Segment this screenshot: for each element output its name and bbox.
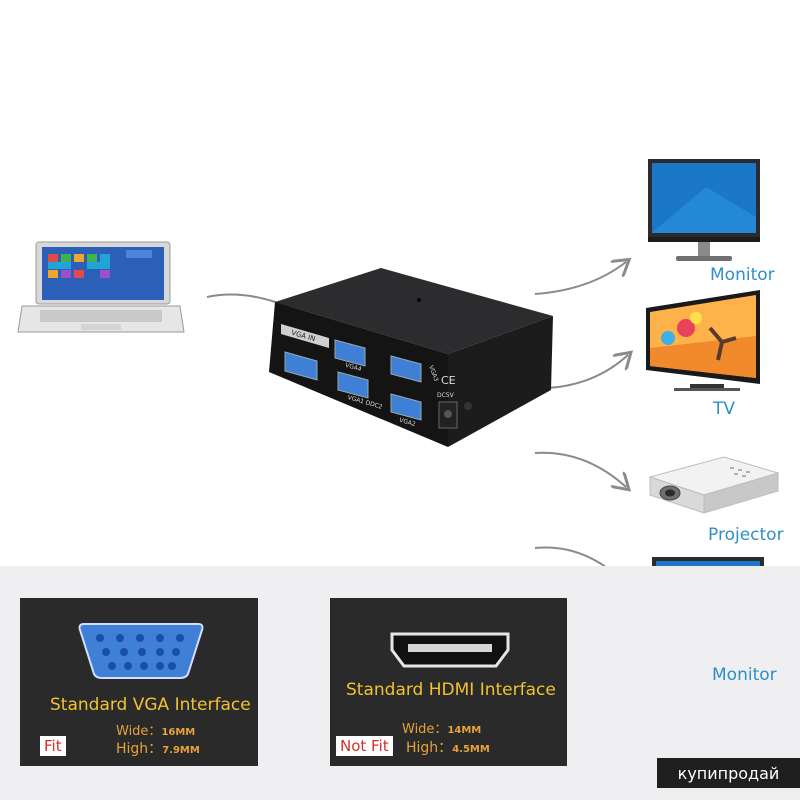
- hdmi-connector-icon: [390, 632, 510, 668]
- hdmi-panel-title: Standard HDMI Interface: [346, 680, 556, 700]
- arrow-projector: [534, 451, 626, 487]
- not-fit-badge: Not Fit: [336, 736, 393, 756]
- monitor-icon: [646, 157, 762, 267]
- device-label-projector: Projector: [708, 525, 784, 545]
- arrow-monitor-1: [534, 262, 626, 295]
- vga-port-2: [390, 393, 422, 421]
- device-label-tv: TV: [713, 399, 736, 419]
- projector-icon: [646, 453, 782, 519]
- vga-interface-panel: Standard VGA Interface Wide：16MM High：7.…: [20, 598, 258, 766]
- vga-splitter-device: VGA IN VGA4 VGA3 VGA1 DDC2 VGA2 CE DC5V: [263, 262, 558, 452]
- fit-badge: Fit: [40, 736, 66, 756]
- hdmi-high-spec: High：4.5MM: [406, 740, 490, 756]
- vga-panel-title: Standard VGA Interface: [50, 695, 251, 715]
- hdmi-wide-spec: Wide：14MM: [402, 722, 482, 737]
- device-label-monitor: Monitor: [710, 265, 775, 285]
- arrow-tv: [547, 355, 628, 389]
- vga-port-3: [390, 355, 422, 383]
- vga-port-1: [337, 371, 369, 399]
- laptop-icon: [16, 240, 186, 340]
- device-label-monitor: Monitor: [712, 665, 777, 685]
- vga-high-spec: High：7.9MM: [116, 741, 200, 757]
- ce-mark: CE: [441, 374, 456, 387]
- tv-icon: [640, 288, 764, 398]
- vga-connector-icon: [78, 623, 204, 679]
- vga-port-in: [284, 351, 318, 381]
- vga-wide-spec: Wide：16MM: [116, 724, 196, 739]
- hdmi-interface-panel: Standard HDMI Interface Wide：14MM High：4…: [330, 598, 567, 766]
- port-label-dc: DC5V: [437, 392, 454, 399]
- watermark: купипродай: [657, 758, 800, 788]
- vga-port-4: [334, 339, 366, 367]
